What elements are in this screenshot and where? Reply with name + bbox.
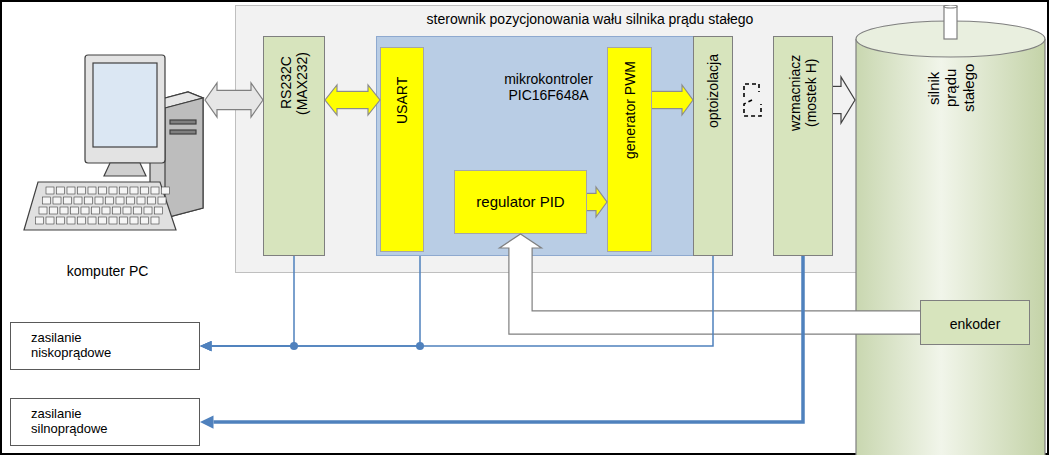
usart-block: USART [380, 47, 424, 252]
arrow-head [500, 234, 542, 248]
block-label: wzmacniacz (mostek H) [787, 45, 819, 141]
signal-block-arrow [325, 85, 380, 115]
arrow-head [200, 341, 212, 351]
computer-drawing [24, 55, 203, 230]
block-label: mikrokontroler PIC16F648A [484, 71, 614, 103]
power-line [200, 256, 713, 351]
block-label: RS232C (MAX232) [278, 45, 310, 121]
optoisolation-block: optoizolacja [693, 36, 733, 256]
signal-block-arrow [205, 83, 263, 117]
block-label: regulator PID [476, 193, 564, 210]
computer-illustration [10, 40, 205, 282]
block-label: optoizolacja [705, 45, 721, 137]
dashed-bracket [744, 84, 759, 97]
microcontroller-box: mikrokontroler PIC16F648A USART regulator … [376, 36, 721, 256]
power-line [200, 256, 803, 429]
power-wire [212, 256, 421, 346]
encoder-box: enkoder [920, 300, 1030, 345]
arrow-head [200, 415, 214, 428]
power-line [200, 256, 294, 351]
block-label: enkoder [950, 315, 1001, 331]
arrow-body [521, 246, 921, 323]
signal-block-arrow [500, 234, 921, 323]
arrow-head [200, 341, 212, 351]
block-label: silnik prądu stałego [925, 57, 977, 119]
power-wire [214, 256, 804, 422]
arrow-head [841, 77, 855, 123]
block-label: komputer PC [67, 263, 149, 279]
arrow-body [215, 91, 253, 109]
arrow-body [652, 92, 684, 108]
pid-block: regulator PID [454, 170, 587, 234]
power-wire [212, 256, 295, 346]
block-label: zasilanie silnoprądowe [31, 407, 141, 437]
amplifier-block: wzmacniacz (mostek H) [773, 36, 833, 256]
junction-dot [416, 342, 424, 350]
block-label: sterownik pozycjonowania wału silnika pr… [427, 11, 754, 27]
controller-box: sterownik pozycjonowania wału silnika pr… [235, 5, 945, 273]
block-label: USART [394, 70, 410, 130]
pwm-block: generator PWM [607, 47, 652, 252]
arrow-body [833, 87, 843, 113]
power-supply-box: zasilanie niskoprądowe [10, 322, 200, 370]
arrow-body [587, 194, 598, 210]
junction-dot [290, 342, 298, 350]
dc-motor: silnik prądu stałego enkoder [855, 5, 1047, 455]
isolation-gap-symbol [744, 84, 761, 116]
power-line [200, 256, 420, 351]
signal-block-arrow [833, 77, 855, 123]
motor-drawing [856, 5, 1045, 455]
dashed-bracket [744, 100, 761, 116]
power-wire [212, 256, 714, 346]
power-supply-box: zasilanie silnoprądowe [10, 398, 200, 446]
pc-computer: komputer PC [10, 40, 205, 285]
signal-block-arrow [587, 187, 607, 217]
arrow-body [335, 92, 370, 108]
interface-block: RS232C (MAX232) [263, 36, 325, 256]
signal-block-arrow [652, 85, 693, 115]
block-label: zasilanie niskoprądowe [31, 331, 141, 361]
arrow-outline [521, 248, 921, 323]
block-label: generator PWM [621, 56, 637, 164]
arrow-head [200, 341, 212, 351]
